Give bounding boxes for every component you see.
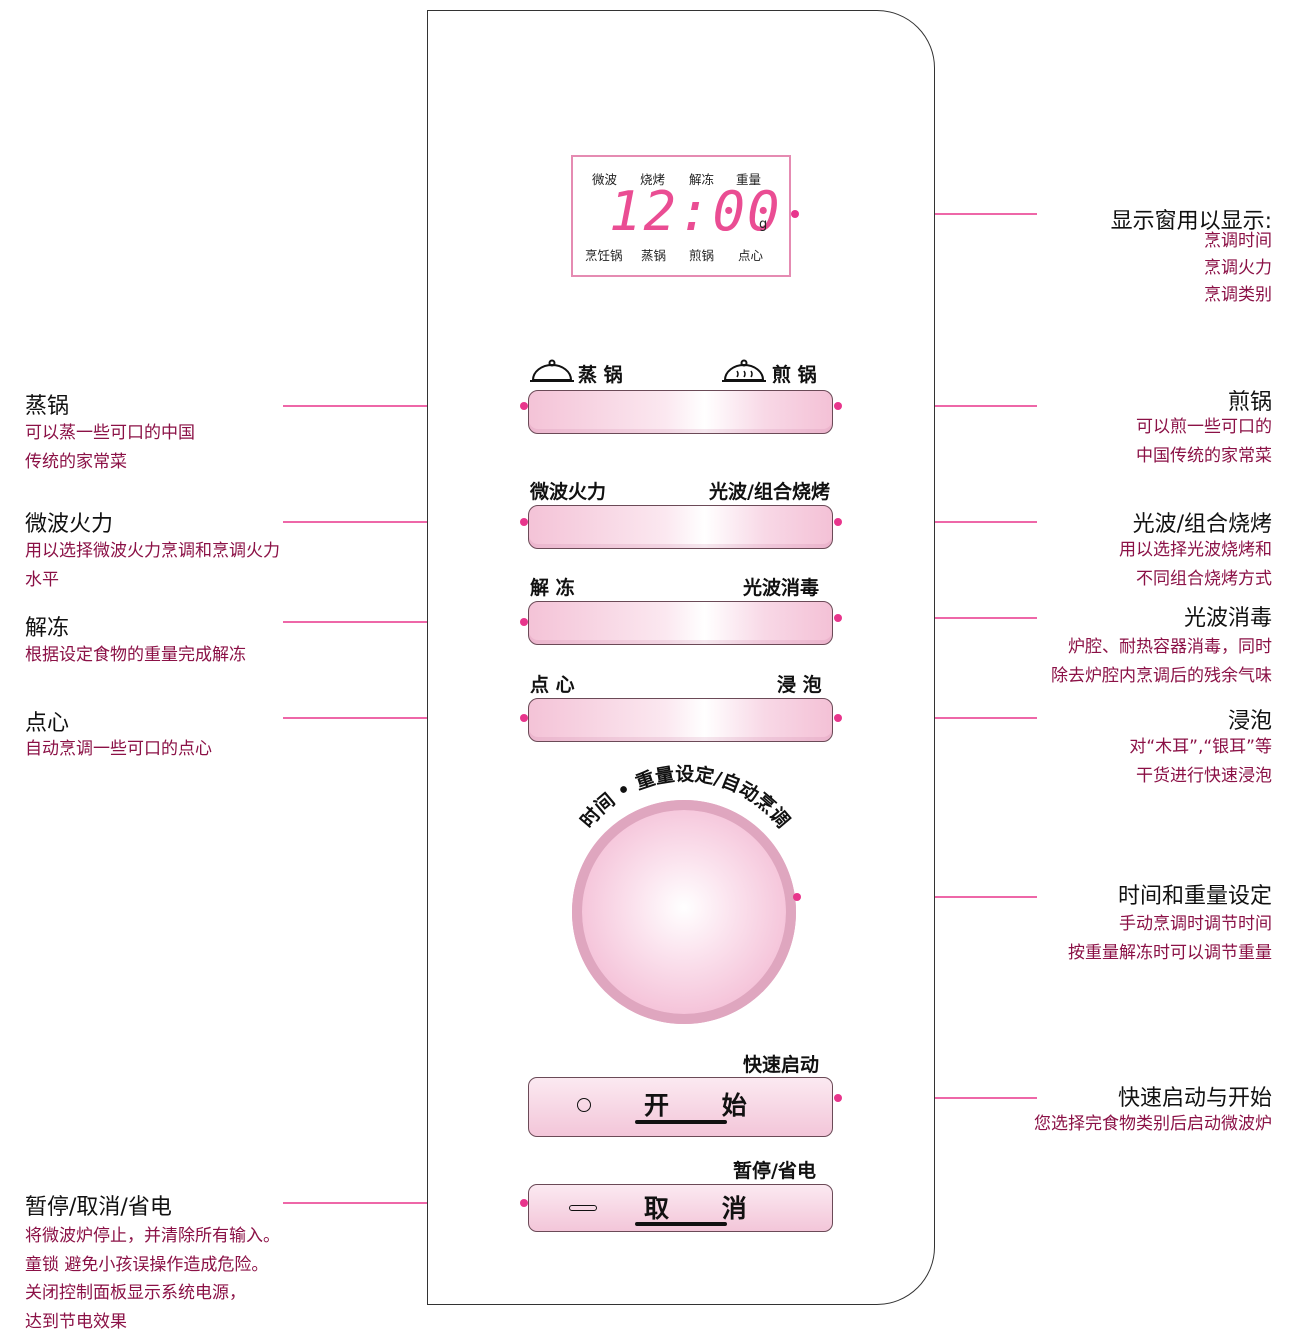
dot-snack: [520, 714, 528, 722]
defrost-label: 解 冻: [530, 577, 575, 599]
snack-label: 点 心: [530, 674, 575, 696]
micro-note-title: 微波火力: [25, 512, 114, 537]
steam-note-desc: 可以蒸一些可口的中国传统的家常菜: [25, 423, 195, 472]
circle-icon: [577, 1098, 591, 1112]
dot-start: [834, 1094, 842, 1102]
display-label-weight: 重量: [736, 172, 762, 187]
dial-note-title: 时间和重量设定: [1117, 884, 1272, 909]
steam-cover-icon: [530, 359, 574, 382]
dot-display: [791, 210, 799, 218]
display-label-cookpot: 烹饪锅: [585, 248, 623, 263]
display-label-steam: 蒸锅: [641, 248, 667, 263]
start-text: 开 始: [644, 1091, 769, 1120]
display-unit: g: [759, 217, 768, 232]
combo-note-title: 光波/组合烧烤: [1132, 512, 1272, 537]
display-label-snack: 点心: [738, 248, 764, 263]
cancel-button[interactable]: 取 消: [528, 1184, 833, 1232]
dash-icon: [569, 1205, 597, 1211]
display-label-defrost: 解冻: [689, 172, 715, 187]
pause-save-label: 暂停/省电: [733, 1160, 816, 1182]
fry-cover-icon: [722, 359, 766, 382]
snack-note-title: 点心: [25, 711, 70, 736]
display-note-desc: 烹调时间烹调火力烹调类别: [1204, 231, 1272, 305]
display-label-microwave: 微波: [592, 172, 618, 187]
dial-note-desc: 手动烹调时调节时间按重量解冻时可以调节重量: [1068, 914, 1272, 963]
display-label-fry: 煎锅: [689, 248, 715, 263]
snack-note-desc: 自动烹调一些可口的点心: [25, 739, 212, 759]
snack-soak-button[interactable]: [528, 698, 833, 742]
dot-defrost: [520, 618, 528, 626]
cancel-text: 取 消: [644, 1194, 769, 1223]
quick-start-label: 快速启动: [743, 1054, 820, 1076]
combo-grill-label: 光波/组合烧烤: [709, 481, 830, 503]
fry-note-desc: 可以煎一些可口的中国传统的家常菜: [1136, 417, 1272, 466]
dot-sterilize: [834, 614, 842, 622]
defrost-note-desc: 根据设定食物的重量完成解冻: [25, 645, 246, 665]
steam-fry-button[interactable]: [528, 390, 833, 434]
fry-label: 煎 锅: [772, 364, 817, 386]
micro-combo-button[interactable]: [528, 505, 833, 549]
cancel-underline: [635, 1222, 727, 1226]
sterilize-note-title: 光波消毒: [1183, 606, 1272, 631]
soak-note-desc: 对“木耳”,“银耳”等干货进行快速浸泡: [1129, 737, 1272, 786]
dot-soak: [834, 714, 842, 722]
soak-note-title: 浸泡: [1227, 709, 1272, 734]
dot-cancel: [520, 1199, 528, 1207]
display-label-grill: 烧烤: [640, 172, 666, 187]
dot-micro: [520, 518, 528, 526]
soak-label: 浸 泡: [777, 674, 822, 696]
display-window: 微波 烧烤 解冻 重量 12:00 g 烹饪锅 蒸锅 煎锅 点心: [571, 155, 791, 277]
sterilize-note-desc: 炉腔、耐热容器消毒，同时除去炉腔内烹调后的残余气味: [1051, 637, 1272, 686]
steam-label: 蒸 锅: [578, 364, 623, 386]
dot-combo: [834, 518, 842, 526]
display-digits: 12:00: [609, 180, 782, 243]
cancel-note-title: 暂停/取消/省电: [25, 1195, 172, 1220]
start-button[interactable]: 开 始: [528, 1077, 833, 1137]
fry-note-title: 煎锅: [1227, 390, 1272, 415]
start-note-desc: 您选择完食物类别后启动微波炉: [1034, 1114, 1272, 1134]
defrost-sterilize-button[interactable]: [528, 601, 833, 645]
display-note-title: 显示窗用以显示:: [1110, 209, 1272, 234]
defrost-note-title: 解冻: [25, 616, 70, 641]
micro-note-desc: 用以选择微波火力烹调和烹调火力水平: [25, 541, 280, 590]
steam-note-title: 蒸锅: [25, 394, 70, 419]
combo-note-desc: 用以选择光波烧烤和不同组合烧烤方式: [1119, 540, 1272, 589]
dot-steam: [520, 402, 528, 410]
dot-dial: [793, 893, 801, 901]
dial-ring: [572, 800, 796, 1024]
start-underline: [635, 1120, 727, 1124]
cancel-note-desc: 将微波炉停止，并清除所有输入。童锁 避免小孩误操作造成危险。 关闭控制面板显示系…: [25, 1226, 280, 1332]
micro-power-label: 微波火力: [530, 481, 607, 503]
sterilize-label: 光波消毒: [743, 577, 820, 599]
start-note-title: 快速启动与开始: [1117, 1086, 1272, 1111]
dot-fry: [834, 402, 842, 410]
